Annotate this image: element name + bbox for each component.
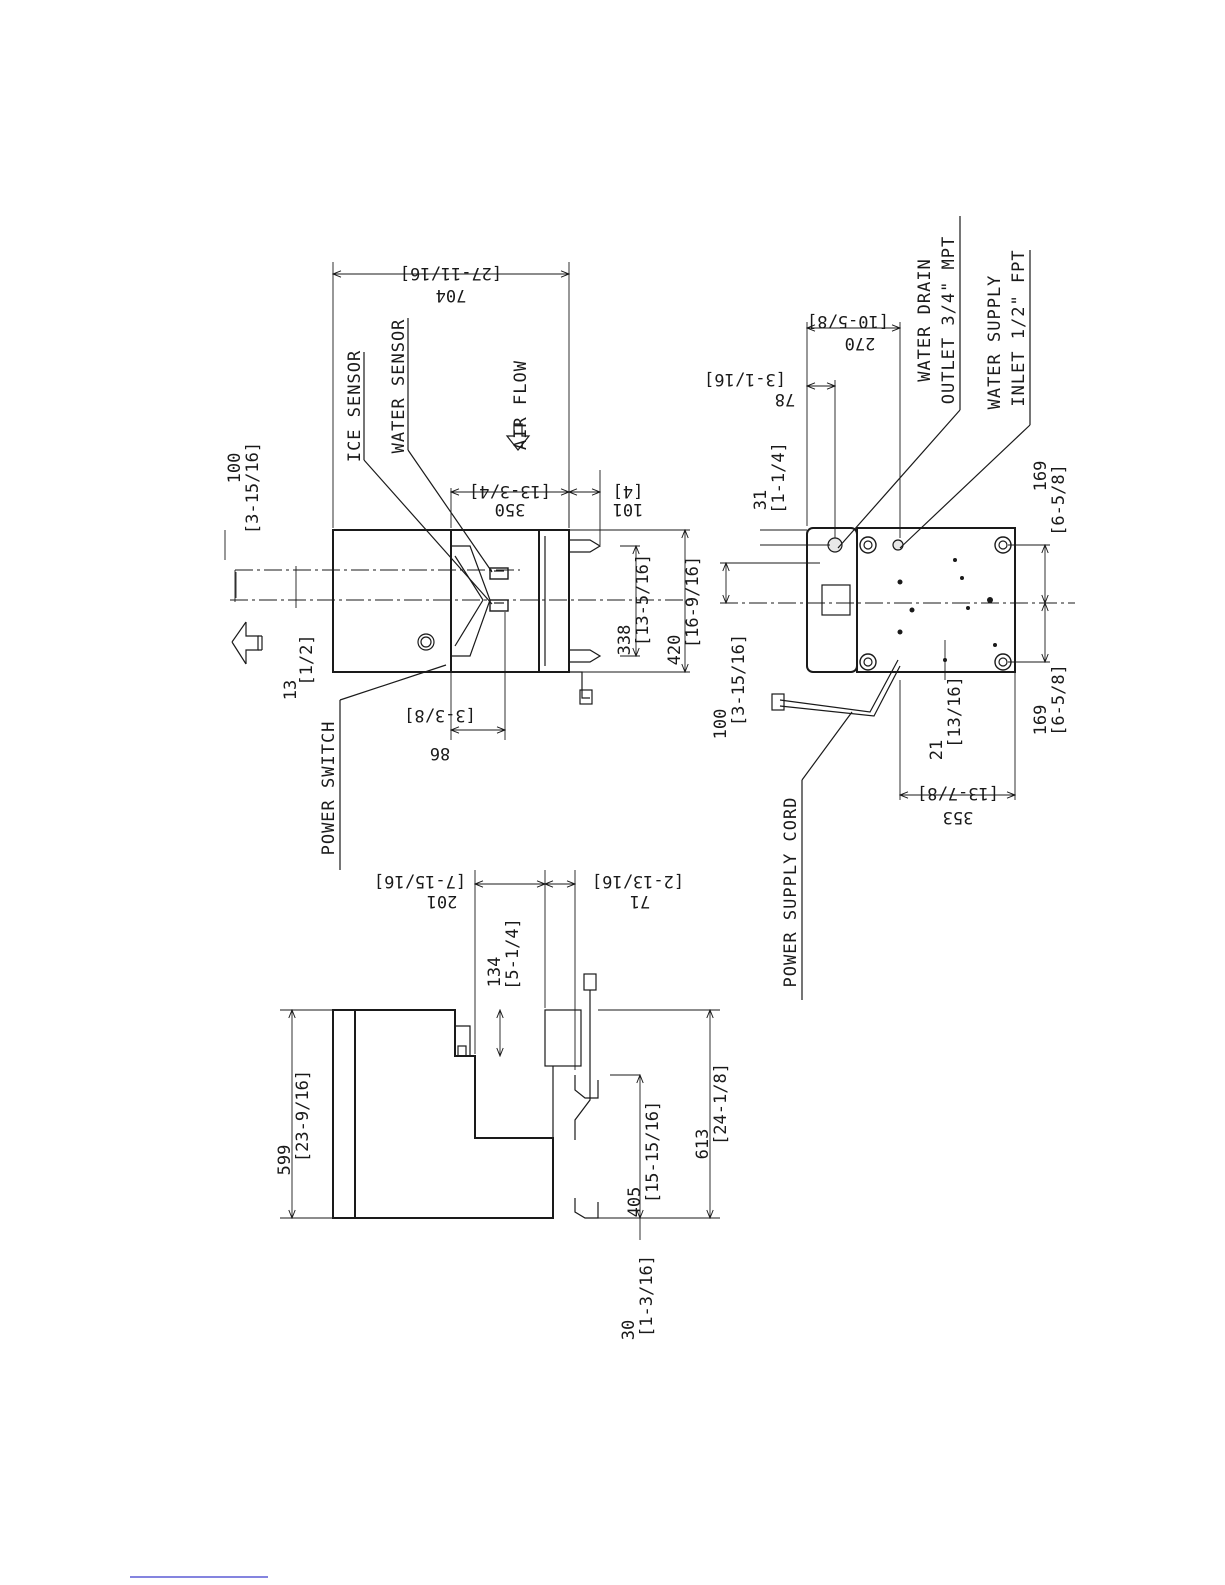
water-drain-outlet-label: OUTLET 3/4" MPT [939,236,959,405]
dim-420-in: [16-9/16] [683,556,703,648]
dim-30-in: [1-3/16] [637,1255,657,1337]
dim-338-mm: 338 [615,625,635,656]
dim-100-in: [3-15/16] [243,442,263,534]
dim-169b-in: [6-5/8] [1049,664,1069,736]
dim-270-in: [10-5/8] [807,311,889,331]
dim-353-in: [13-7/8] [917,783,999,803]
dim-599-mm: 599 [275,1145,295,1176]
dim-101-mm: 101 [613,499,644,519]
dim-78-mm: 78 [775,389,795,409]
dim-201-mm: 201 [427,891,458,911]
dim-86-in: [3-3/8] [404,705,476,725]
dim-420-mm: 420 [665,635,685,666]
side-view: [7-15/16] 201 [2-13/16] 71 134 [5-1/4] 5… [275,870,731,1340]
dim-613-mm: 613 [693,1129,713,1160]
bottom-view: [3-1/16] 78 [10-5/8] 270 31 [1-1/4] 100 … [704,216,1075,1000]
air-flow-label: AIR FLOW [511,360,531,450]
ice-sensor-mark [489,599,509,612]
dim-169a-mm: 169 [1031,461,1051,492]
dim-13-in: [1/2] [297,634,317,685]
dim-704-mm: 704 [436,285,467,305]
water-supply-inlet-label: INLET 1/2" FPT [1009,249,1029,406]
dim-86-mm: 86 [430,743,450,763]
bottom-view-base [856,527,1016,673]
water-sensor-label: WATER SENSOR [389,319,409,454]
side-view-back-box [544,1009,582,1067]
top-view-cabinet-base [538,529,570,673]
water-sensor-mark [489,567,509,580]
side-view-body [354,1009,554,1219]
dim-134-in: [5-1/4] [503,918,523,990]
dim-b100-mm: 100 [711,709,731,740]
dim-100-mm: 100 [225,453,245,484]
dim-405-mm: 405 [625,1187,645,1218]
dim-71-mm: 71 [630,891,650,911]
water-drain-label: WATER DRAIN [915,258,935,382]
dim-30-mm: 30 [619,1320,639,1340]
dim-350-in: [13-3/4] [469,481,551,501]
dim-599-in: [23-9/16] [293,1070,313,1162]
dim-353-mm: 353 [943,807,974,827]
dim-101-in: [4] [613,481,644,501]
power-supply-cord-label: POWER SUPPLY CORD [781,797,801,988]
dim-31-mm: 31 [751,490,771,510]
dim-338-in: [13-5/16] [633,554,653,646]
dim-169a-in: [6-5/8] [1049,464,1069,536]
bottom-view-opening [821,584,851,616]
water-supply-port [892,539,904,551]
dim-31-in: [1-1/4] [769,442,789,514]
power-switch-label: POWER SWITCH [319,721,339,856]
air-flow-arrow-icon [505,423,531,451]
top-view: [27-11/16] 704 [13-3/4] 350 [4] 101 AIR … [224,262,703,870]
dim-71-in: [2-13/16] [592,871,684,891]
dim-704-in: [27-11/16] [400,263,502,283]
dim-21-mm: 21 [927,740,947,760]
dim-405-in: [15-15/16] [643,1101,663,1203]
water-supply-label: WATER SUPPLY [985,275,1005,410]
dim-201-in: [7-15/16] [374,871,466,891]
side-view-top [332,1009,356,1219]
dim-78-in: [3-1/16] [704,369,786,389]
dim-270-mm: 270 [845,333,876,353]
front-arrow-icon [231,621,263,665]
top-view-cabinet-upper [332,529,452,673]
dim-613-in: [24-1/8] [711,1063,731,1145]
dim-21-in: [13/16] [945,676,965,748]
dim-b100-in: [3-15/16] [729,634,749,726]
dim-169b-mm: 169 [1031,705,1051,736]
ice-sensor-label: ICE SENSOR [345,350,365,462]
power-switch-mark [417,633,435,651]
dim-134-mm: 134 [485,957,505,988]
dim-350-mm: 350 [495,499,526,519]
dim-13-mm: 13 [281,680,301,700]
